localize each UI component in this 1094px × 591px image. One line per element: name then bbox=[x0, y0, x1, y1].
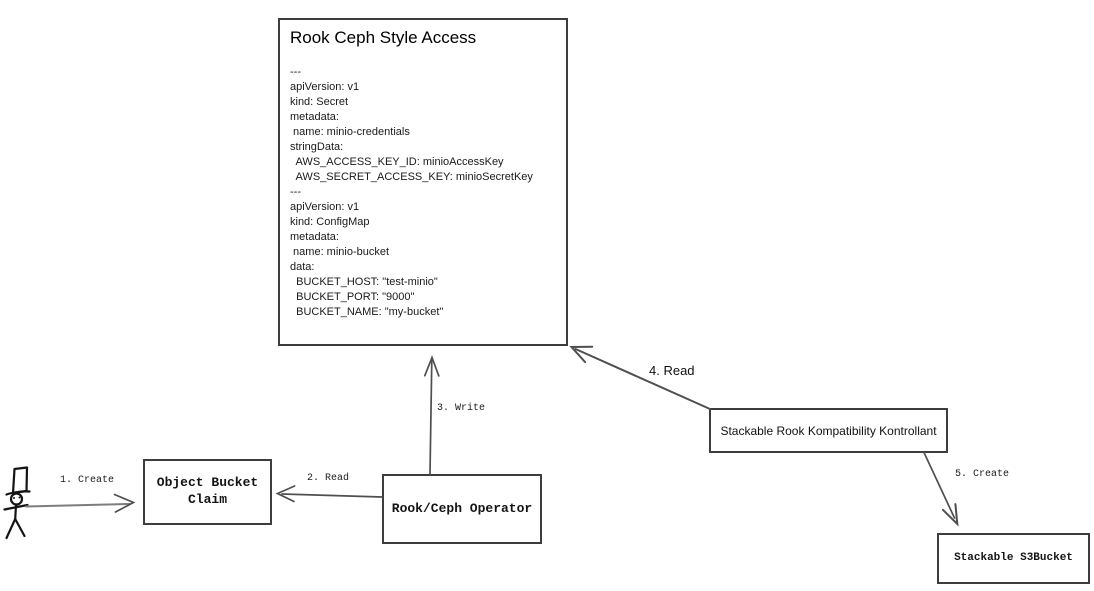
edge-label-1-create: 1. Create bbox=[60, 475, 115, 486]
node-rook-ceph-operator: Rook/Ceph Operator bbox=[382, 474, 542, 544]
node-label-stackable-s3bucket: Stackable S3Bucket bbox=[954, 552, 1073, 565]
node-stackable-rook-kompatibility-kontrollant: Stackable Rook Kompatibility Kontrollant bbox=[709, 408, 948, 453]
node-title-rook-ceph-style-access: Rook Ceph Style Access bbox=[290, 28, 477, 47]
edge-label-2-read: 2. Read bbox=[307, 473, 350, 484]
arrow-1-create bbox=[25, 493, 136, 513]
node-label-rook-ceph-operator: Rook/Ceph Operator bbox=[391, 500, 533, 516]
edge-label-3-write: 3. Write bbox=[437, 403, 486, 414]
arrow-3-write bbox=[423, 355, 440, 475]
node-label-stackable-rook-kompatibility-kontrollant: Stackable Rook Kompatibility Kontrollant bbox=[720, 423, 937, 438]
arrow-5-create bbox=[923, 451, 959, 527]
node-rook-ceph-style-access: Rook Ceph Style Access --- apiVersion: v… bbox=[278, 18, 568, 346]
arrow-2-read bbox=[275, 485, 383, 503]
node-object-bucket-claim: Object Bucket Claim bbox=[143, 459, 272, 525]
edge-label-5-create: 5. Create bbox=[955, 469, 1010, 480]
edge-label-4-read: 4. Read bbox=[649, 363, 695, 378]
yaml-manifest-text: --- apiVersion: v1 kind: Secret metadata… bbox=[290, 66, 533, 318]
node-label-object-bucket-claim: Object Bucket Claim bbox=[156, 475, 259, 507]
user-actor-icon bbox=[3, 466, 31, 540]
node-stackable-s3bucket: Stackable S3Bucket bbox=[937, 533, 1090, 584]
